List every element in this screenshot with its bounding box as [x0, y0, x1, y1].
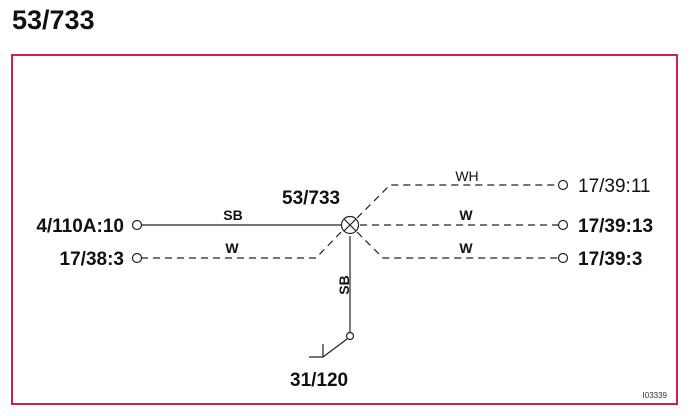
- splice-icon: [340, 215, 360, 235]
- terminal-left-bottom-icon: [131, 252, 143, 264]
- wire-color-left-top: SB: [223, 207, 242, 223]
- connector-label-ground: 31/120: [290, 370, 348, 391]
- terminal-right-top-icon: [557, 179, 569, 191]
- diagram-frame: [11, 54, 678, 405]
- connector-label-right-middle: 17/39:13: [578, 216, 653, 237]
- splice-label: 53/733: [282, 188, 340, 209]
- terminal-right-bottom-icon: [557, 252, 569, 264]
- wire-color-down: SB: [336, 275, 352, 294]
- wire-color-left-bottom: W: [225, 240, 239, 256]
- page-title: 53/733: [12, 5, 95, 35]
- connector-label-right-bottom: 17/39:3: [578, 249, 642, 270]
- wire-right-top: [356, 184, 558, 219]
- connector-label-right-top: 17/39:11: [578, 176, 651, 197]
- wire-left-bottom: [141, 229, 344, 259]
- terminal-left-top-icon: [131, 219, 143, 231]
- connector-label-left-bottom: 17/38:3: [60, 249, 124, 270]
- reference-code: I03339: [643, 391, 668, 400]
- connector-label-left-top: 4/110A:10: [36, 216, 124, 237]
- ground-icon: [309, 338, 348, 358]
- wire-color-right-bottom: W: [459, 240, 473, 256]
- wire-right-bottom: [356, 231, 558, 259]
- terminal-right-middle-icon: [557, 219, 569, 231]
- terminal-down-icon: [345, 331, 355, 341]
- wire-color-right-middle: W: [459, 207, 473, 223]
- wire-color-right-top: WH: [455, 168, 478, 184]
